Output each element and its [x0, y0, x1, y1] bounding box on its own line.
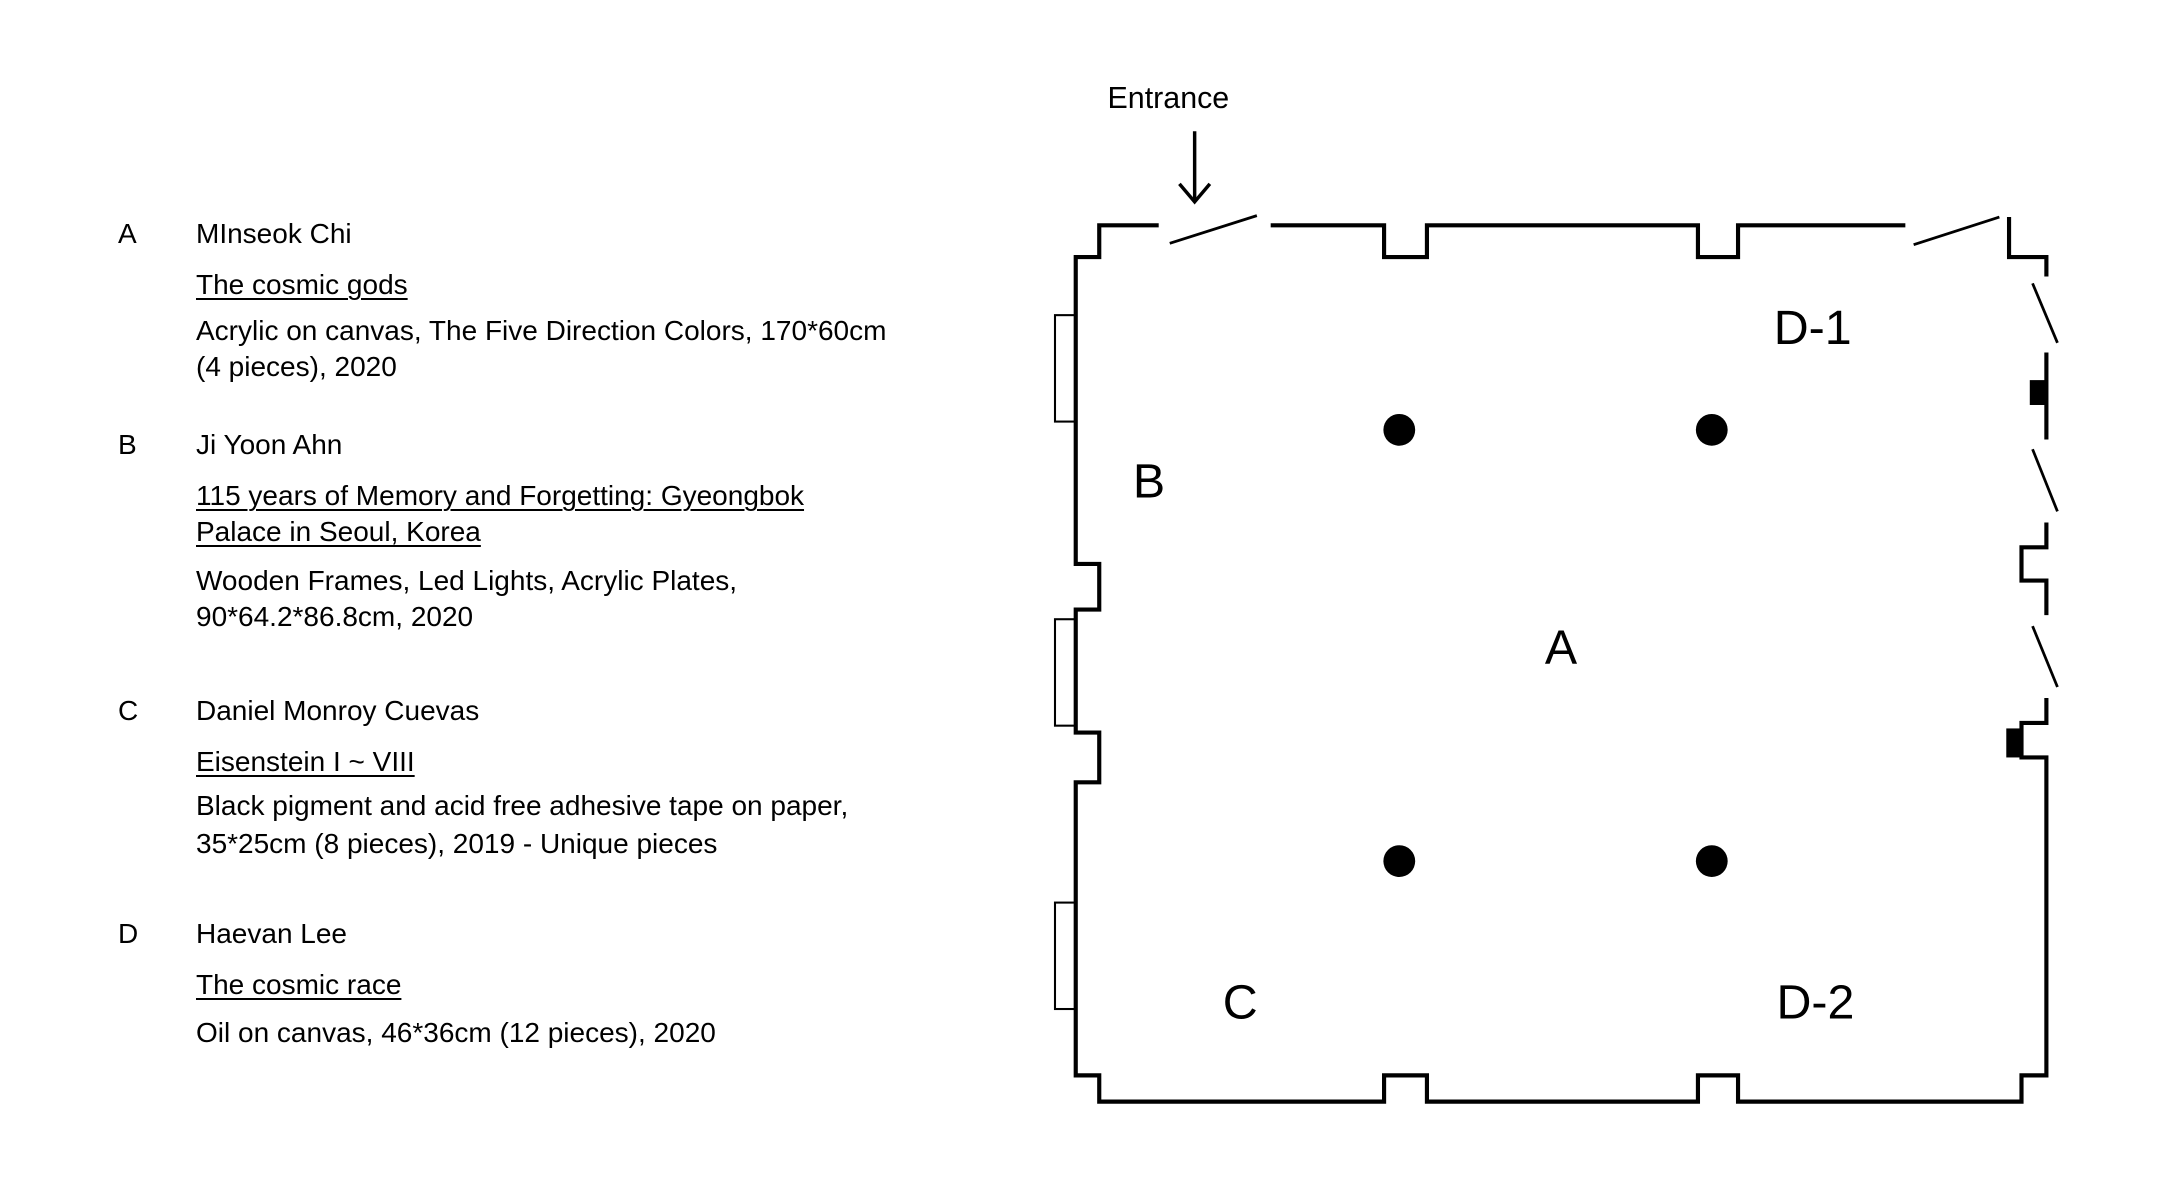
door	[2031, 448, 2059, 512]
artwork-description-a: (4 pieces), 2020	[196, 351, 397, 382]
top-wall	[1270, 223, 1906, 260]
artwork-description-b: Wooden Frames, Led Lights, Acrylic Plate…	[196, 565, 738, 596]
fixture	[2006, 728, 2023, 758]
right-wall-notch	[2019, 522, 2049, 616]
top-wall-left	[1073, 223, 2049, 1104]
artist-name-a: MInseok Chi	[196, 218, 352, 249]
artwork-description-c: 35*25cm (8 pieces), 2019 - Unique pieces	[196, 828, 718, 859]
zone-label-c: C	[1223, 976, 1258, 1030]
zone-label-d1: D-1	[1774, 301, 1852, 355]
door	[1913, 215, 2000, 246]
zone-label-a: A	[1545, 620, 1578, 674]
artwork-title-c: Eisenstein I ~ VIII	[196, 746, 415, 777]
door	[2031, 282, 2059, 344]
artwork-description-a: Acrylic on canvas, The Five Direction Co…	[196, 315, 887, 346]
artist-name-d: Haevan Lee	[196, 918, 348, 949]
artwork-description-c: Black pigment and acid free adhesive tap…	[196, 790, 849, 821]
artwork-description-d: Oil on canvas, 46*36cm (12 pieces), 2020	[196, 1017, 716, 1048]
right-wall-upper	[2006, 217, 2049, 277]
window	[1053, 901, 1077, 1011]
fixture	[2029, 380, 2047, 405]
artwork-title-b: Palace in Seoul, Korea	[196, 516, 481, 547]
artist-name-b: Ji Yoon Ahn	[196, 429, 343, 460]
artwork-title-d: The cosmic race	[196, 969, 402, 1000]
legend-letter-d: D	[118, 918, 139, 949]
entrance-door	[1169, 214, 1258, 245]
artist-name-c: Daniel Monroy Cuevas	[196, 695, 480, 726]
column	[1695, 845, 1728, 878]
zone-label-d2: D-2	[1776, 976, 1854, 1030]
legend-letter-c: C	[118, 695, 139, 726]
column	[1383, 845, 1416, 878]
window	[1053, 618, 1077, 727]
artwork-title-b: 115 years of Memory and Forgetting: Gyeo…	[196, 480, 805, 511]
artwork-description-b: 90*64.2*86.8cm, 2020	[196, 601, 474, 632]
column	[1383, 413, 1416, 446]
entrance-label: Entrance	[1108, 81, 1230, 115]
door	[2031, 625, 2059, 688]
entrance-arrow-head	[1178, 182, 1212, 205]
artwork-title-a: The cosmic gods	[196, 269, 408, 300]
legend-letter-b: B	[118, 429, 137, 460]
column	[1695, 413, 1728, 446]
zone-label-b: B	[1133, 455, 1165, 509]
window	[1053, 314, 1077, 423]
legend-letter-a: A	[118, 218, 137, 249]
